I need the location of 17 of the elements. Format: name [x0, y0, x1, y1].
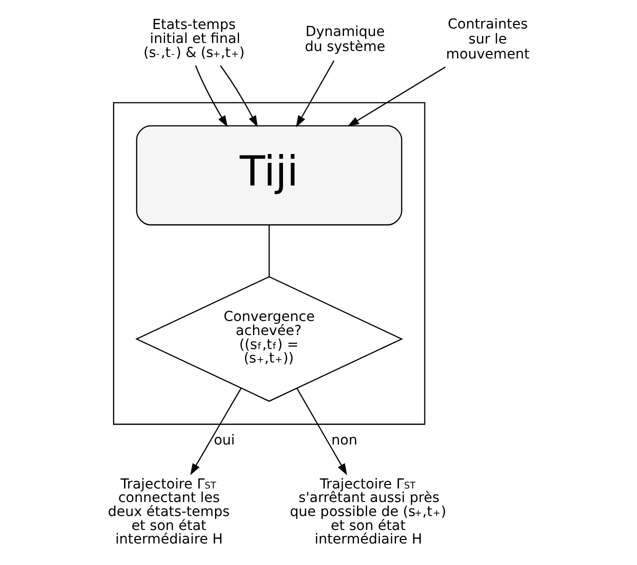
arrow: [219, 65, 258, 128]
connector: [268, 224, 270, 277]
arrow: [296, 60, 334, 128]
node-text: Trajectoire ΓST s'arrêtant aussi près que possible de (s+,t+) et son état intermédiaire H: [289, 476, 446, 548]
edge-label: oui: [213, 432, 234, 449]
cluster: [112, 102, 425, 425]
node-box: Tiji: [136, 125, 402, 226]
edge-label: non: [330, 432, 357, 449]
node-text: Contraintes sur le mouvement: [446, 16, 530, 62]
arrow: [347, 66, 446, 127]
arrow: [190, 388, 241, 476]
arrow: [296, 388, 347, 476]
node-text: Etats-temps initial et final (s-,t-) & (s+,t+): [143, 17, 244, 61]
arrow: [194, 65, 228, 128]
node-diamond: Convergence achevée? ((sf,tf) = (s+,t+)): [134, 276, 403, 402]
node-text: Trajectoire ΓST connectant les deux états-temps et son état intermédiaire H: [107, 476, 230, 548]
node-text: Dynamique du système: [304, 24, 385, 55]
